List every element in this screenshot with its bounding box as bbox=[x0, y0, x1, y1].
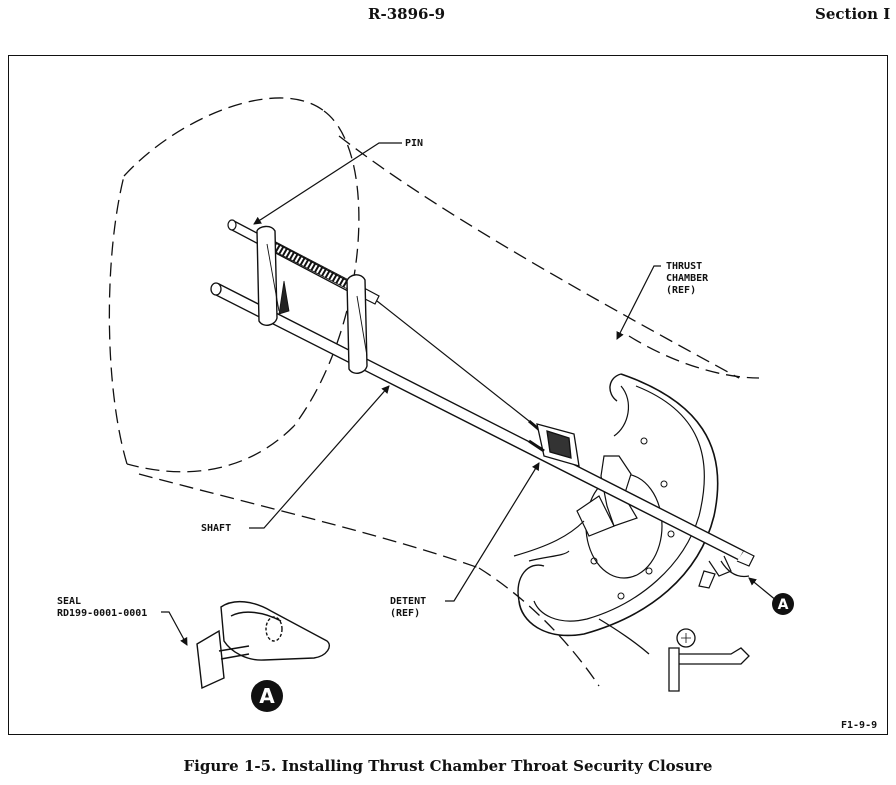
thrust-chamber-label-line2: CHAMBER bbox=[666, 273, 709, 284]
detent-label-line1: DETENT bbox=[390, 596, 426, 607]
figure-caption: Figure 1-5. Installing Thrust Chamber Th… bbox=[183, 757, 713, 775]
detent-label-line2: (REF) bbox=[390, 608, 420, 619]
leader-lines bbox=[161, 142, 778, 646]
detent-bracket bbox=[528, 423, 580, 467]
detail-a-badge: A bbox=[251, 680, 283, 712]
document-number: R-3896-9 bbox=[368, 5, 446, 23]
section-label: Section I bbox=[815, 5, 891, 23]
seal-label-line1: SEAL bbox=[57, 596, 81, 607]
shaft-label: SHAFT bbox=[201, 523, 231, 534]
callout-a-text: A bbox=[778, 597, 789, 613]
seal-detail bbox=[196, 600, 331, 690]
seal-wire bbox=[513, 520, 750, 589]
pin-label: PIN bbox=[405, 138, 423, 149]
figure-frame: PIN THRUST CHAMBER (REF) SHAFT DETENT (R… bbox=[8, 55, 888, 735]
shaft bbox=[210, 282, 755, 577]
thrust-chamber-label-line1: THRUST bbox=[666, 261, 702, 272]
seal-part-number: RD199-0001-0001 bbox=[57, 608, 147, 619]
thrust-chamber-label-line3: (REF) bbox=[666, 285, 696, 296]
detail-a-text: A bbox=[259, 684, 275, 708]
bracket-plates bbox=[256, 225, 368, 374]
figure-id: F1-9-9 bbox=[841, 720, 877, 731]
thrust-chamber-outline bbox=[108, 97, 760, 687]
technical-illustration: PIN THRUST CHAMBER (REF) SHAFT DETENT (R… bbox=[57, 97, 877, 731]
gauge-assembly bbox=[598, 618, 750, 692]
closure-disk bbox=[517, 373, 719, 637]
callout-a-badge: A bbox=[772, 593, 794, 615]
